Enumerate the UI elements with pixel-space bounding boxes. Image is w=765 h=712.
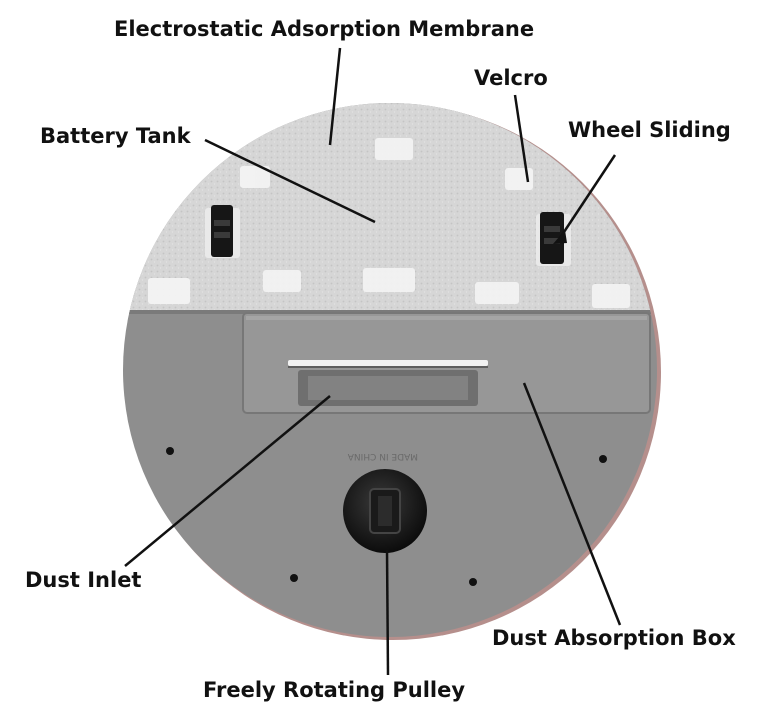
leader-lines [124,47,622,676]
screw-holes [166,447,607,586]
right-wheel [536,212,571,266]
dust-inlet [288,360,488,406]
left-wheel [205,205,240,258]
label-velcro: Velcro [474,66,548,90]
label-dust-absorption-box: Dust Absorption Box [492,626,736,650]
velcro-patches [148,138,630,308]
label-electrostatic-membrane: Electrostatic Adsorption Membrane [114,17,535,41]
label-dust-inlet: Dust Inlet [25,568,142,592]
label-battery-tank: Battery Tank [40,124,191,148]
label-freely-rotating-pulley: Freely Rotating Pulley [203,678,466,702]
freely-rotating-pulley [343,469,427,553]
label-wheel-sliding: Wheel Sliding [568,118,731,142]
